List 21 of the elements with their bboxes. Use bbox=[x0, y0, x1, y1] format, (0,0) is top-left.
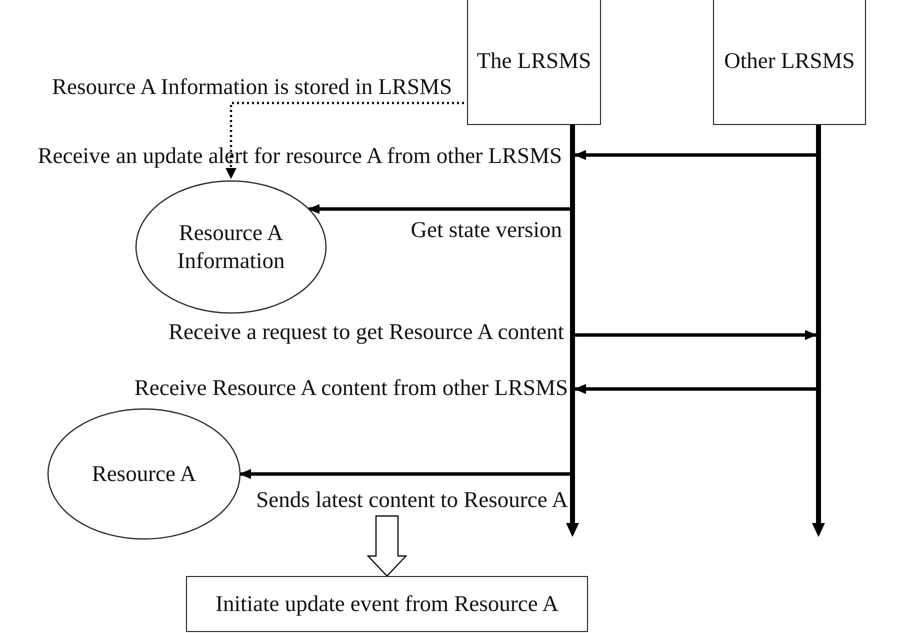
node-label: Resource A bbox=[92, 460, 196, 488]
node-label: Other LRSMS bbox=[724, 47, 855, 76]
message-label: Receive an update alert for resource A from other LRSMS bbox=[38, 142, 562, 169]
lifeline-box bbox=[467, 0, 601, 125]
node-label: Resource A Information bbox=[176, 218, 286, 275]
node-label: The LRSMS bbox=[476, 47, 592, 76]
lifeline-box bbox=[713, 0, 866, 125]
note-text: Resource A Information is stored in LRSMS bbox=[52, 72, 452, 101]
message-label: Receive Resource A content from other LRSMS bbox=[134, 374, 568, 401]
message-label: Get state version bbox=[410, 216, 562, 243]
message-label: Sends latest content to Resource A bbox=[256, 486, 568, 513]
dotted-arrow bbox=[226, 102, 464, 179]
message-arrow bbox=[575, 330, 817, 340]
block-arrow bbox=[366, 515, 408, 577]
message-arrow bbox=[308, 204, 570, 214]
message-arrow bbox=[239, 469, 570, 479]
message-label: Receive a request to get Resource A content bbox=[168, 318, 564, 345]
message-arrow bbox=[574, 150, 816, 160]
event-box bbox=[186, 576, 588, 632]
node-label: Initiate update event from Resource A bbox=[215, 590, 558, 618]
message-arrow bbox=[574, 384, 816, 394]
